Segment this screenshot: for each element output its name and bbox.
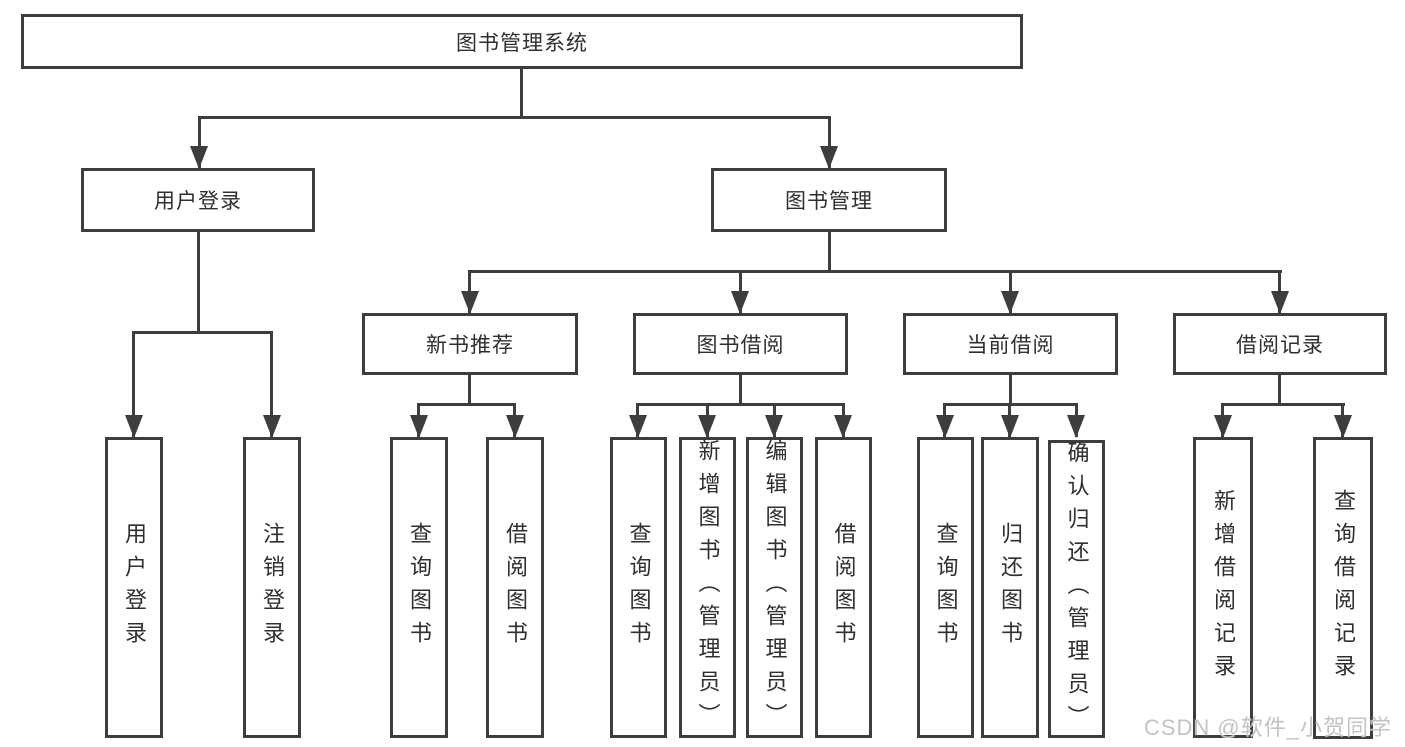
node-label: 图书管理系统	[456, 31, 588, 55]
leaf-logout: 注销登录	[243, 437, 301, 738]
leaf-label: 新增图书（管理员）	[695, 439, 721, 736]
node-label: 当前借阅	[966, 334, 1055, 357]
node-label: 用户登录	[154, 190, 242, 213]
arrowhead-down	[1067, 415, 1085, 438]
arrowhead-down	[1001, 415, 1019, 438]
leaf-cb-return-books: 归还图书	[981, 437, 1039, 738]
connector-vline	[739, 375, 742, 406]
node-new-book-recommend: 新书推荐	[362, 313, 578, 375]
leaf-cb-confirm-return-admin: 确认归还（管理员）	[1048, 440, 1105, 738]
arrowhead-down	[629, 415, 647, 438]
node-library-system: 图书管理系统	[21, 14, 1023, 69]
leaf-label: 注销登录	[260, 521, 285, 654]
watermark: CSDN @软件_小贺同学	[1143, 715, 1392, 740]
arrowhead-down	[820, 146, 838, 169]
connector-vline	[468, 375, 471, 406]
arrowhead-down	[263, 415, 281, 438]
node-label: 借阅记录	[1236, 334, 1324, 357]
arrowhead-down	[936, 415, 954, 438]
connector-vline	[132, 331, 135, 437]
node-label: 图书管理	[785, 190, 873, 213]
node-user-login: 用户登录	[81, 168, 315, 232]
leaf-label: 新增借阅记录	[1211, 488, 1236, 687]
leaf-bb-edit-books-admin: 编辑图书（管理员）	[746, 437, 803, 738]
connector-hline	[468, 270, 1282, 273]
leaf-records-query: 查询借阅记录	[1313, 437, 1373, 739]
arrowhead-down	[1334, 415, 1352, 438]
leaf-label: 归还图书	[998, 521, 1023, 654]
connector-hline	[198, 116, 831, 119]
arrowhead-down	[506, 415, 524, 438]
connector-vline	[270, 331, 273, 437]
arrowhead-down	[1214, 415, 1232, 438]
leaf-bb-borrow-books: 借阅图书	[815, 437, 872, 738]
node-current-borrow: 当前借阅	[903, 313, 1118, 375]
leaf-label: 确认归还（管理员）	[1064, 440, 1090, 738]
arrowhead-down	[410, 415, 428, 438]
arrowhead-down	[1271, 291, 1289, 314]
leaf-user-login: 用户登录	[105, 437, 163, 738]
connector-vline	[197, 232, 200, 333]
node-borrow-records: 借阅记录	[1173, 313, 1387, 375]
arrowhead-down	[461, 291, 479, 314]
arrowhead-down	[190, 146, 208, 169]
arrowhead-down	[698, 415, 716, 438]
leaf-bb-query-books: 查询图书	[610, 437, 667, 738]
connector-hline	[132, 331, 273, 334]
leaf-label: 查询图书	[933, 521, 959, 654]
arrowhead-down	[834, 415, 852, 438]
node-label: 图书借阅	[696, 334, 785, 357]
node-label: 新书推荐	[426, 334, 514, 357]
leaf-label: 借阅图书	[831, 521, 857, 654]
arrowhead-down	[731, 291, 749, 314]
leaf-rec-query-books: 查询图书	[390, 437, 448, 738]
connector-vline	[828, 232, 831, 273]
leaf-label: 查询图书	[407, 521, 432, 654]
leaf-records-add: 新增借阅记录	[1193, 437, 1253, 738]
leaf-label: 编辑图书（管理员）	[762, 439, 788, 736]
connector-vline	[1278, 375, 1281, 406]
leaf-label: 用户登录	[122, 521, 147, 654]
leaf-label: 查询图书	[626, 521, 652, 654]
connector-hline	[417, 403, 516, 406]
node-book-management: 图书管理	[711, 168, 947, 232]
arrowhead-down	[125, 415, 143, 438]
node-book-borrow: 图书借阅	[633, 313, 848, 375]
connector-vline	[828, 116, 831, 168]
leaf-cb-query-books: 查询图书	[917, 437, 974, 738]
connector-vline	[1009, 375, 1012, 406]
leaf-label: 查询借阅记录	[1331, 489, 1356, 687]
leaf-bb-add-books-admin: 新增图书（管理员）	[679, 437, 736, 738]
connector-hline	[1221, 403, 1345, 406]
arrowhead-down	[765, 415, 783, 438]
leaf-label: 借阅图书	[503, 521, 528, 654]
connector-vline	[520, 69, 523, 119]
leaf-rec-borrow-books: 借阅图书	[486, 437, 544, 738]
arrowhead-down	[1001, 291, 1019, 314]
connector-vline	[198, 116, 201, 168]
connector-hline	[636, 403, 845, 406]
